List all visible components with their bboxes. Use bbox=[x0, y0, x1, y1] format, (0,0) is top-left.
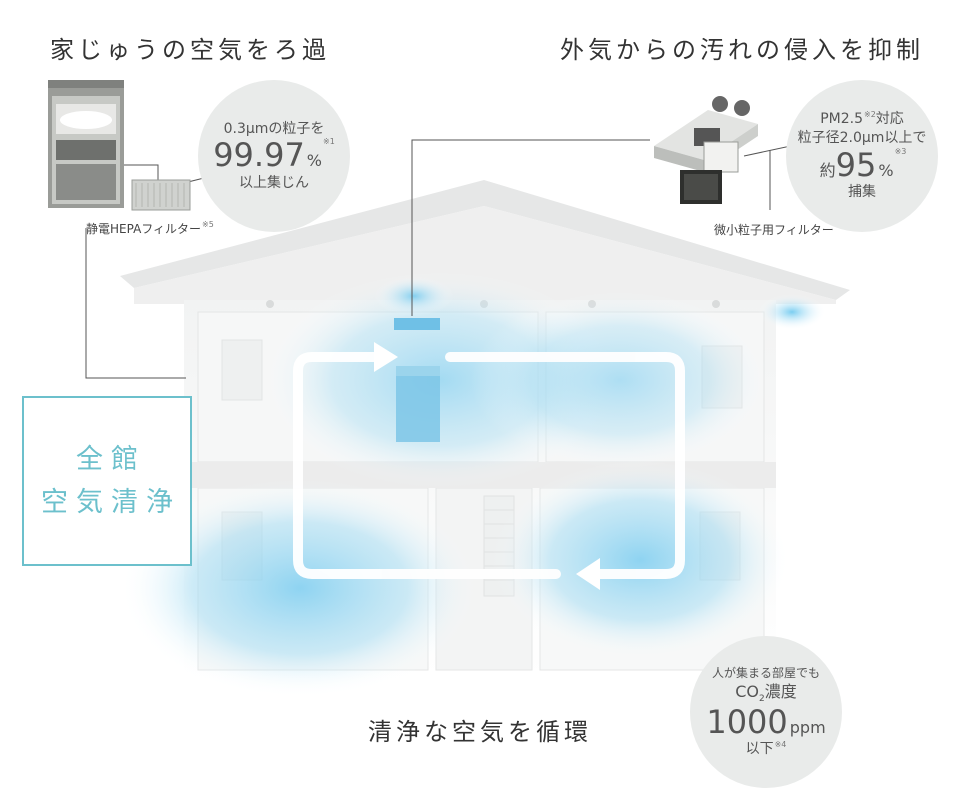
stat-co2-tail: 濃度 bbox=[764, 681, 797, 701]
air-glow-lower-left bbox=[120, 478, 480, 698]
stat-co2-sub: 2 bbox=[759, 694, 765, 705]
caption-fine-particle-filter: 微小粒子用フィルター bbox=[714, 223, 834, 237]
stat-pm25-unit: % bbox=[878, 160, 894, 180]
stat-co2-note: ※4 bbox=[774, 740, 787, 750]
heading-whole-house-filtration: 家じゅうの空気をろ過 bbox=[50, 36, 330, 64]
stat-hepa-value-row: 99.97%※1 bbox=[213, 136, 335, 175]
whole-house-air-purification-label: 全館 空気清浄 bbox=[22, 396, 192, 566]
stat-hepa-line3: 以上集じん bbox=[239, 174, 309, 191]
stat-pm25-label: PM2.5 bbox=[820, 111, 863, 128]
stat-pm25-note1: ※2 bbox=[864, 110, 876, 120]
stat-circle-hepa: 0.3μmの粒子を 99.97%※1 以上集じん bbox=[198, 80, 350, 232]
stat-pm25-note3: ※3 bbox=[894, 146, 907, 156]
stat-pm25-line1: PM2.5※2対応 bbox=[820, 110, 904, 129]
stat-co2-value: 1000 bbox=[706, 703, 788, 742]
air-glow-intake bbox=[374, 276, 454, 316]
arrow-head-bottom bbox=[576, 558, 600, 590]
heading-outdoor-pollution-control: 外気からの汚れの侵入を抑制 bbox=[560, 36, 924, 64]
ceiling-intake-unit bbox=[394, 318, 440, 330]
stat-co2-unit: ppm bbox=[789, 718, 826, 738]
stat-pm25-line4: 捕集 bbox=[848, 184, 876, 201]
stat-hepa-unit: % bbox=[306, 151, 322, 171]
stat-co2-line4: 以下※4 bbox=[746, 740, 787, 759]
heading-clean-air-circulation: 清浄な空気を循環 bbox=[368, 718, 592, 746]
fine-filter-illustration bbox=[680, 141, 739, 204]
stat-co2-prefix: CO bbox=[735, 681, 759, 701]
caption-hepa-text: 静電HEPAフィルター bbox=[86, 222, 202, 236]
stat-circle-pm25: PM2.5※2対応 粒子径2.0μm以上で 約95%※3 捕集 bbox=[786, 80, 938, 232]
stat-hepa-line1: 0.3μmの粒子を bbox=[223, 120, 325, 137]
air-glow-outdoor bbox=[758, 294, 826, 330]
stat-co2-below: 以下 bbox=[745, 741, 774, 758]
air-glow-lower-right bbox=[490, 460, 790, 660]
label-line1: 全館 bbox=[76, 443, 146, 475]
air-glow-upper-right bbox=[470, 290, 770, 470]
circulation-arrows bbox=[293, 352, 685, 579]
stat-co2-line1: 人が集まる部屋でも bbox=[711, 665, 820, 680]
central-air-unit bbox=[396, 366, 440, 442]
caption-hepa-filter: 静電HEPAフィルター※5 bbox=[86, 220, 214, 237]
ventilation-unit-illustration bbox=[48, 80, 124, 208]
hepa-filter-illustration bbox=[131, 179, 191, 211]
stat-pm25-value: 95 bbox=[835, 145, 877, 184]
stat-pm25-line2: 粒子径2.0μm以上で bbox=[797, 129, 927, 146]
house-roof bbox=[120, 180, 850, 304]
caption-hepa-note: ※5 bbox=[202, 220, 214, 229]
stat-pm25-prefix: 約 bbox=[819, 160, 836, 180]
stat-pm25-value-row: 約95%※3 bbox=[818, 145, 907, 184]
stat-pm25-tail: 対応 bbox=[875, 111, 904, 128]
label-line2: 空気清浄 bbox=[41, 487, 181, 518]
arrow-head-top bbox=[374, 342, 398, 372]
stat-hepa-note: ※1 bbox=[323, 137, 335, 147]
stat-co2-line2: CO2濃度 bbox=[735, 681, 797, 705]
stat-hepa-value: 99.97 bbox=[213, 136, 305, 175]
